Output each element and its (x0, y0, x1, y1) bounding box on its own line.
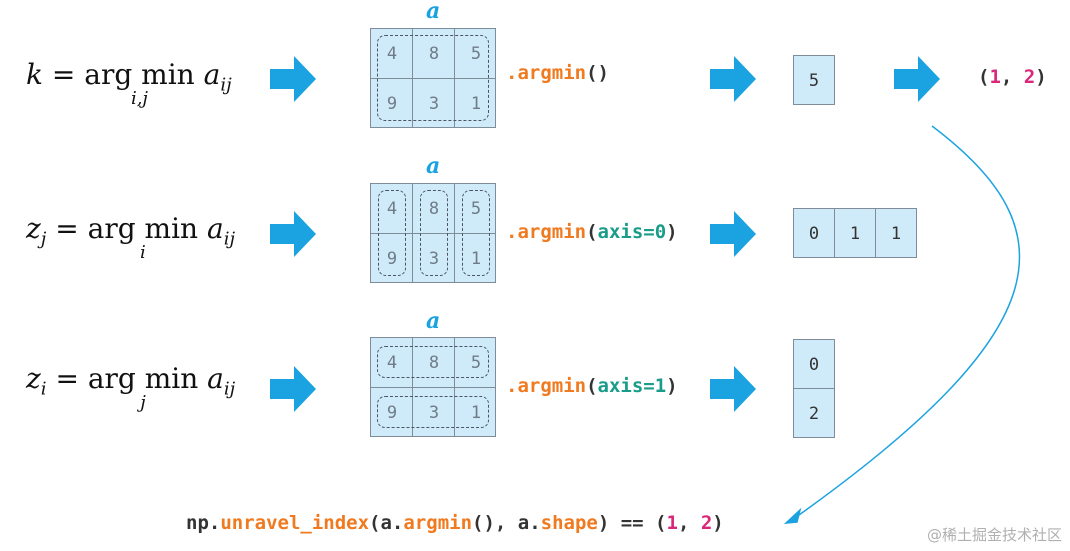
array-grid-rows: 4 8 5 9 3 1 (370, 337, 496, 437)
grid-cell: 3 (428, 249, 440, 269)
right-arrow-icon (710, 56, 756, 102)
formula-eq: = (55, 362, 79, 395)
selection-dashed-column (462, 190, 490, 276)
grid-cell: 1 (470, 94, 482, 114)
formula-lhs: k (26, 58, 43, 91)
formula-eq: = (55, 212, 79, 245)
result-cell: 5 (793, 55, 835, 105)
formula-rhs-sub: ij (220, 74, 232, 96)
right-arrow-icon (270, 211, 316, 257)
grid-cell: 4 (386, 44, 398, 64)
grid-cell: 9 (386, 249, 398, 269)
result-cell: 2 (793, 388, 835, 438)
array-label-a: a (426, 153, 441, 179)
grid-cell: 8 (428, 199, 440, 219)
result-index-tuple: (1, 2) (978, 66, 1047, 88)
selection-dashed-all (377, 35, 489, 121)
grid-cell: 5 (470, 353, 482, 373)
grid-cell: 1 (470, 249, 482, 269)
array-grid-columns: 4 8 5 9 3 1 (370, 183, 496, 283)
right-arrow-icon (710, 211, 756, 257)
unravel-index-code: np.unravel_index(a.argmin(), a.shape) ==… (186, 512, 724, 534)
formula-under-sub: i (139, 242, 146, 263)
grid-cell: 4 (386, 199, 398, 219)
grid-cell: 9 (386, 94, 398, 114)
array-label-a: a (426, 308, 441, 334)
formula-eq: = (51, 58, 76, 91)
selection-dashed-column (378, 190, 406, 276)
formula-under-sub: i,j (130, 88, 148, 109)
result-cell: 1 (875, 208, 917, 258)
grid-cell: 8 (428, 44, 440, 64)
selection-dashed-row (377, 396, 489, 428)
formula-lhs: z (26, 362, 41, 395)
method-call-argmin: .argmin() (506, 62, 609, 84)
grid-cell: 3 (428, 94, 440, 114)
grid-cell: 8 (428, 353, 440, 373)
grid-cell: 5 (470, 44, 482, 64)
selection-dashed-column (420, 190, 448, 276)
right-arrow-icon (894, 56, 940, 102)
array-label-a: a (426, 0, 441, 24)
formula-rhs-sub: ij (223, 378, 236, 400)
right-arrow-icon (270, 366, 316, 412)
grid-cell: 3 (428, 403, 440, 423)
method-call-argmin-axis1: .argmin(axis=1) (506, 375, 678, 397)
right-arrow-icon (270, 56, 316, 102)
formula-rhs-var: a (207, 362, 224, 395)
watermark: @稀土掘金技术社区 (926, 526, 1062, 544)
formula-under-sub: j (140, 392, 146, 413)
formula-lhs-sub: i (40, 378, 47, 400)
formula-rhs-sub: ij (223, 228, 236, 250)
selection-dashed-row (377, 346, 489, 378)
formula-lhs-sub: j (40, 228, 47, 250)
formula-rhs-var: a (207, 212, 224, 245)
formula-lhs: z (26, 212, 41, 245)
grid-cell: 5 (470, 199, 482, 219)
result-cell: 0 (793, 208, 835, 258)
grid-cell: 9 (386, 403, 398, 423)
right-arrow-icon (710, 366, 756, 412)
array-grid-full: 4 8 5 9 3 1 (370, 28, 496, 128)
method-call-argmin-axis0: .argmin(axis=0) (506, 221, 678, 243)
grid-cell: 1 (470, 403, 482, 423)
grid-cell: 4 (386, 353, 398, 373)
formula-rhs-var: a (203, 58, 221, 91)
